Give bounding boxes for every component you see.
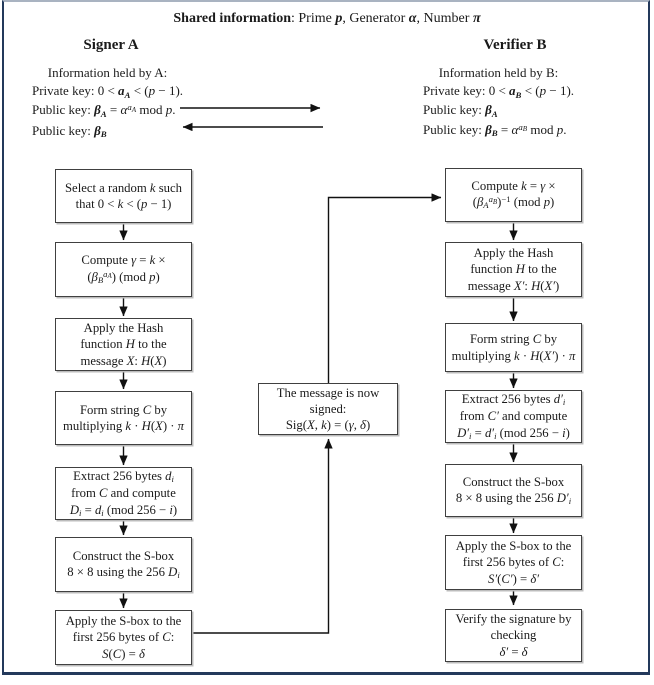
verifier-step-compute-k: Compute k = γ ×(βAaB)−1 (mod p) [445, 168, 582, 222]
shared-information-header: Shared information: Prime p, Generator α… [173, 11, 481, 26]
verifier-b-info-block: Information held by B:Private key: 0 < a… [423, 65, 575, 139]
page-border-frame [2, 0, 650, 675]
signer-a-info-block: Information held by A:Private key: 0 < a… [32, 65, 184, 140]
signer-step-compute-gamma: Compute γ = k ×(βBaA) (mod p) [55, 242, 192, 297]
signer-a-title: Signer A [83, 37, 139, 53]
verifier-b-title: Verifier B [483, 37, 547, 53]
